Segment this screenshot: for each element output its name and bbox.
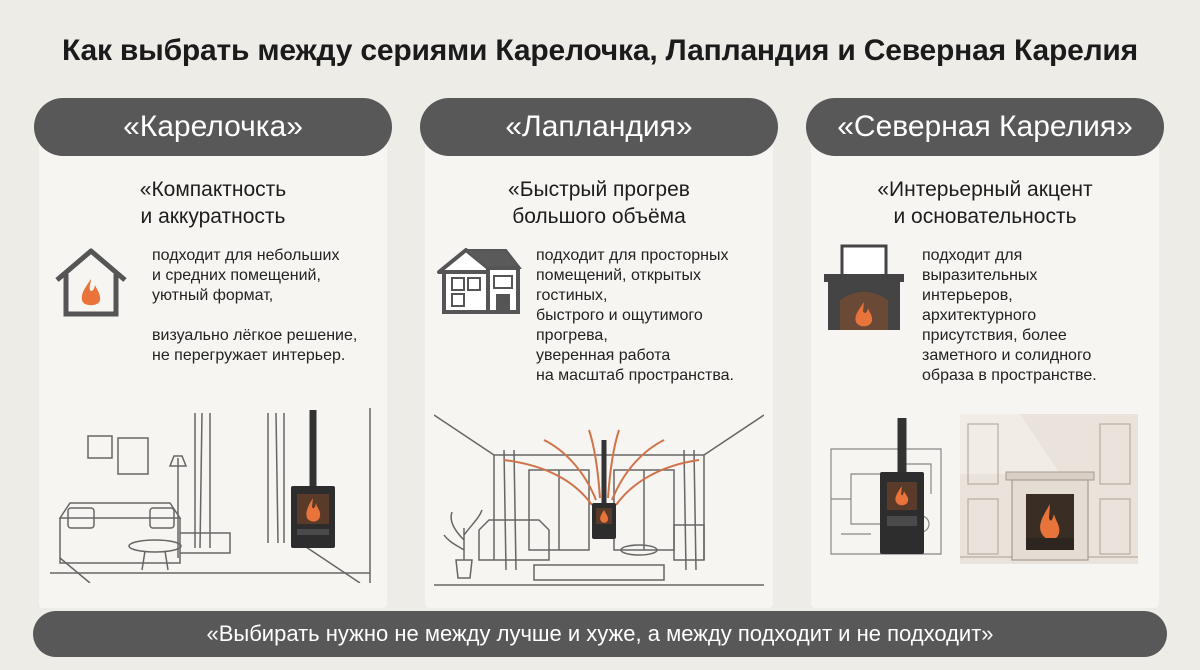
column-description: подходит для выразительных интерьеров, а… [922, 246, 1097, 386]
description-line: заметного и солидного [922, 347, 1092, 364]
column-severnaya-kareliya: «Северная Карелия» «Интерьерный акцент и… [806, 98, 1164, 608]
description-line: визуально лёгкое решение, [152, 327, 358, 344]
description-line: и средних помещений, [152, 267, 321, 284]
fireplace-icon [824, 244, 904, 330]
description-line: архитектурного [922, 307, 1037, 324]
description-line: не перегружает интерьер. [152, 347, 346, 364]
description-line: подходит для небольших [152, 247, 340, 264]
description-line: выразительных [922, 267, 1038, 284]
subtitle-line: «Интерьерный акцент [877, 178, 1093, 201]
description-line: интерьеров, [922, 287, 1013, 304]
description-line: прогрева, [536, 327, 608, 344]
house-flame-icon [55, 248, 127, 317]
living-room-illustration [50, 408, 371, 583]
description-line: помещений, открытых [536, 267, 702, 284]
column-header: «Лапландия» [420, 98, 778, 156]
column-karelochka: «Карелочка» «Компактность и аккуратность… [34, 98, 392, 608]
column-header: «Карелочка» [34, 98, 392, 156]
column-subtitle: «Интерьерный акцент и основательность [806, 176, 1164, 230]
description-line: образа в пространстве. [922, 367, 1097, 384]
footer-quote: «Выбирать нужно не между лучше и хуже, а… [33, 611, 1167, 657]
subtitle-line: и аккуратность [140, 205, 286, 228]
description-gap [152, 306, 357, 326]
column-header: «Северная Карелия» [806, 98, 1164, 156]
fireplace-interior-illustration [960, 414, 1138, 564]
description-line: подходит для просторных [536, 247, 729, 264]
description-line: присутствия, более [922, 327, 1067, 344]
description-line: на масштаб пространства. [536, 367, 734, 384]
open-living-room-illustration [434, 414, 764, 586]
description-line: подходит для [922, 247, 1023, 264]
column-subtitle: «Компактность и аккуратность [34, 176, 392, 230]
column-description: подходит для небольших и средних помещен… [152, 246, 357, 366]
column-laplandiya: «Лапландия» «Быстрый прогрев большого об… [420, 98, 778, 608]
page-title: Как выбрать между сериями Карелочка, Лап… [62, 34, 1138, 67]
column-subtitle: «Быстрый прогрев большого объёма [420, 176, 778, 230]
subtitle-line: большого объёма [512, 205, 686, 228]
subtitle-line: «Компактность [139, 178, 287, 201]
subtitle-line: и основательность [893, 205, 1077, 228]
column-description: подходит для просторных помещений, откры… [536, 246, 734, 386]
two-storey-house-icon [437, 248, 522, 314]
description-line: гостиных, [536, 287, 608, 304]
description-line: уверенная работа [536, 347, 671, 364]
description-line: быстрого и ощутимого [536, 307, 703, 324]
description-line: уютный формат, [152, 287, 274, 304]
subtitle-line: «Быстрый прогрев [508, 178, 690, 201]
floor-plan-stove-illustration [830, 418, 942, 555]
